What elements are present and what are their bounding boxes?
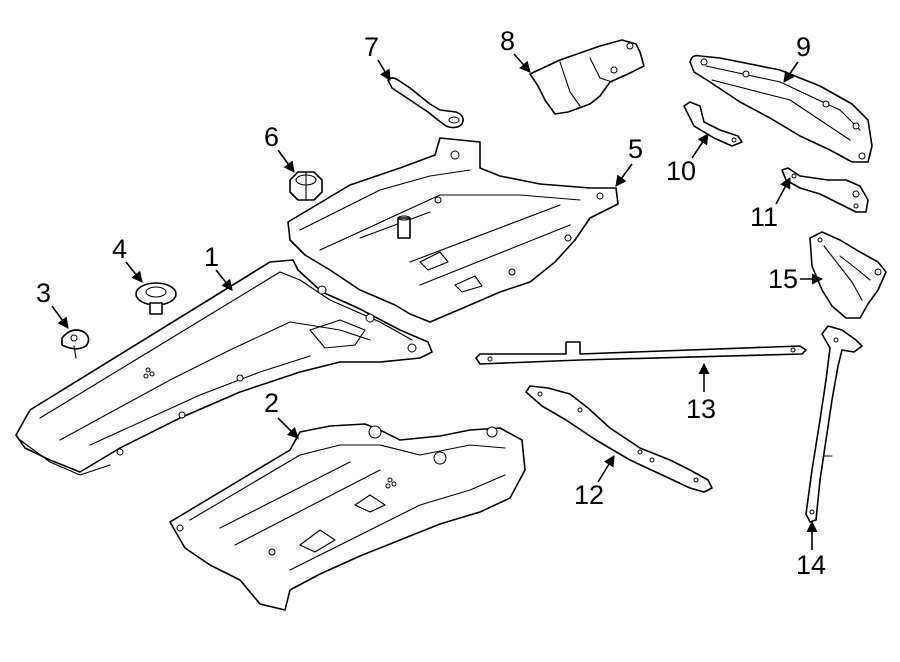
- svg-text:4: 4: [112, 234, 127, 264]
- callout-7: 7: [364, 32, 391, 81]
- svg-text:3: 3: [36, 278, 51, 308]
- callout-3: 3: [36, 278, 69, 329]
- svg-text:13: 13: [686, 394, 716, 424]
- part-12-plate[interactable]: [525, 385, 713, 493]
- part-4-fastener[interactable]: [135, 282, 177, 315]
- callout-14: 14: [796, 520, 826, 580]
- svg-text:5: 5: [628, 134, 643, 164]
- svg-text:8: 8: [500, 26, 515, 56]
- callout-10: 10: [666, 133, 709, 186]
- callout-6: 6: [264, 122, 295, 173]
- callout-12: 12: [574, 455, 615, 510]
- part-3-clip[interactable]: [61, 329, 90, 359]
- svg-text:1: 1: [204, 242, 219, 272]
- part-14-strut[interactable]: [805, 325, 863, 523]
- part-8-bracket[interactable]: [529, 39, 645, 115]
- callout-5: 5: [615, 134, 643, 187]
- svg-text:15: 15: [768, 264, 798, 294]
- callout-4: 4: [112, 234, 143, 283]
- callout-9: 9: [783, 32, 811, 83]
- svg-text:6: 6: [264, 122, 279, 152]
- callout-8: 8: [500, 26, 531, 73]
- callout-11: 11: [750, 177, 791, 232]
- svg-text:10: 10: [666, 156, 696, 186]
- part-9-brace[interactable]: [689, 54, 873, 163]
- svg-text:11: 11: [750, 202, 778, 232]
- svg-text:2: 2: [264, 388, 279, 418]
- svg-text:7: 7: [364, 32, 379, 62]
- part-7-rod[interactable]: [387, 77, 464, 129]
- part-1-shield[interactable]: [15, 259, 433, 476]
- part-10-bracket[interactable]: [683, 101, 743, 147]
- part-15-bracket[interactable]: [809, 231, 887, 319]
- callout-15: 15: [768, 264, 824, 294]
- callout-1: 1: [204, 242, 233, 291]
- part-2-shield[interactable]: [169, 423, 526, 611]
- svg-text:12: 12: [574, 480, 604, 510]
- part-5-shield[interactable]: [287, 137, 619, 323]
- svg-text:14: 14: [796, 550, 826, 580]
- callout-2: 2: [264, 388, 299, 439]
- svg-text:9: 9: [796, 32, 811, 62]
- part-11-bracket[interactable]: [781, 167, 869, 213]
- part-6-nut[interactable]: [289, 171, 323, 201]
- part-13-bar[interactable]: [475, 341, 807, 365]
- callout-13: 13: [686, 362, 716, 424]
